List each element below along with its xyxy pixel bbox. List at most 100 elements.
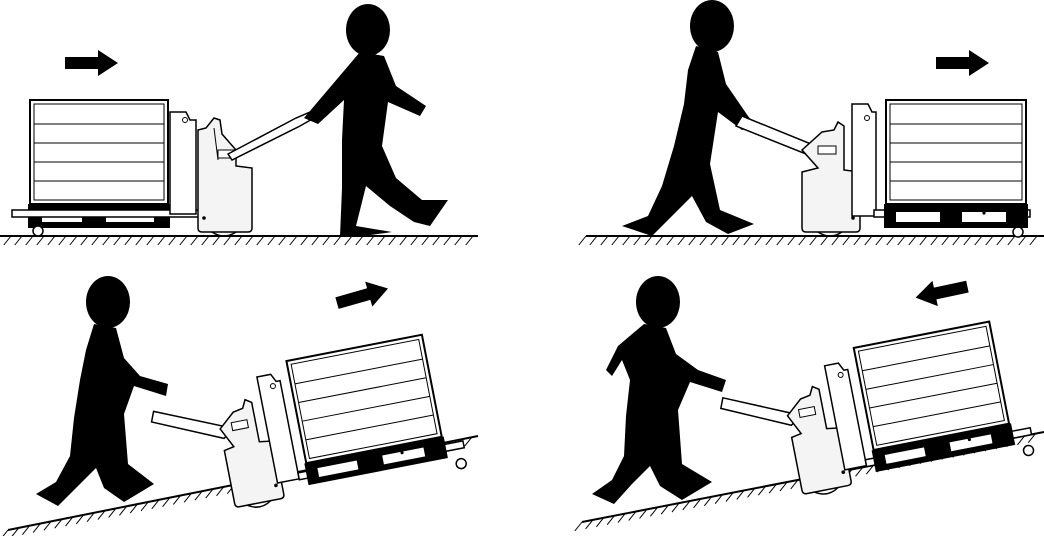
hatch-mark <box>667 236 674 245</box>
hatch-mark <box>37 236 44 245</box>
hatch-mark <box>125 236 132 245</box>
hatch-mark <box>931 236 938 245</box>
operator-silhouette <box>592 276 726 504</box>
hatch-mark <box>722 236 729 245</box>
hatch-mark <box>312 236 319 245</box>
hatch-mark <box>114 236 121 245</box>
hatch-mark <box>612 236 619 245</box>
hatch-mark <box>1 530 8 536</box>
hatch-mark <box>400 236 407 245</box>
hatch-mark <box>645 236 652 245</box>
operator-silhouette <box>622 0 756 236</box>
hatch-mark <box>4 236 11 245</box>
hatch-mark <box>466 236 473 245</box>
hatch-mark <box>634 236 641 245</box>
loaded-pallet <box>28 100 170 228</box>
hatch-mark <box>422 236 429 245</box>
hatch-mark <box>733 236 740 245</box>
hatch-mark <box>59 236 66 245</box>
hatch-mark <box>334 236 341 245</box>
hatch-mark <box>832 236 839 245</box>
loaded-pallet <box>884 100 1028 228</box>
panel-uphill <box>0 268 522 536</box>
hatch-mark <box>301 236 308 245</box>
hatch-mark <box>257 236 264 245</box>
hatch-mark <box>213 236 220 245</box>
hatch-mark <box>323 236 330 245</box>
hatch-mark <box>444 236 451 245</box>
hatch-mark <box>865 236 872 245</box>
hatch-mark <box>997 236 1004 245</box>
hatch-mark <box>279 236 286 245</box>
loaded-pallet <box>852 321 1015 472</box>
hatch-mark <box>433 236 440 245</box>
hatch-mark <box>821 236 828 245</box>
hatch-mark <box>898 236 905 245</box>
hatch-mark <box>191 236 198 245</box>
hatch-mark <box>689 236 696 245</box>
hatch-mark <box>799 236 806 245</box>
hatch-mark <box>235 236 242 245</box>
hatch-mark <box>48 236 55 245</box>
hatch-mark <box>700 236 707 245</box>
hatch-mark <box>766 236 773 245</box>
hatch-mark <box>887 236 894 245</box>
hatch-mark <box>169 236 176 245</box>
hatch-mark <box>964 236 971 245</box>
hatch-mark <box>367 236 374 245</box>
hatch-mark <box>202 236 209 245</box>
hatch-mark <box>92 236 99 245</box>
hatch-mark <box>975 236 982 245</box>
hatch-mark <box>755 236 762 245</box>
hatch-mark <box>81 236 88 245</box>
direction-arrow-icon <box>936 50 989 76</box>
hatch-mark <box>26 236 33 245</box>
hatch-mark <box>378 236 385 245</box>
panel-level-pushing <box>522 0 1044 268</box>
hatch-mark <box>909 236 916 245</box>
hatch-mark <box>601 236 608 245</box>
hatch-mark <box>590 236 597 245</box>
hatch-mark <box>1008 236 1015 245</box>
hatch-mark <box>389 236 396 245</box>
panel-downhill <box>522 268 1044 536</box>
hatch-mark <box>356 236 363 245</box>
hatch-mark <box>656 236 663 245</box>
hatch-mark <box>711 236 718 245</box>
hatch-mark <box>953 236 960 245</box>
direction-arrow-icon <box>913 274 970 310</box>
hatch-mark <box>843 236 850 245</box>
hatch-mark <box>876 236 883 245</box>
hatch-mark <box>810 236 817 245</box>
hatch-mark <box>103 236 110 245</box>
hatch-mark <box>579 236 586 245</box>
hatch-mark <box>15 236 22 245</box>
hatch-mark <box>70 236 77 245</box>
direction-arrow-icon <box>65 50 118 76</box>
hatched-ground <box>0 236 478 245</box>
hatch-mark <box>268 236 275 245</box>
hatch-mark <box>345 236 352 245</box>
hatch-mark <box>920 236 927 245</box>
hatch-mark <box>678 236 685 245</box>
hatch-mark <box>744 236 751 245</box>
hatch-mark <box>147 236 154 245</box>
operator-silhouette <box>36 276 168 506</box>
hatch-mark <box>788 236 795 245</box>
hatch-mark <box>575 522 582 531</box>
hatched-ground <box>579 236 1044 245</box>
hatch-mark <box>224 236 231 245</box>
hatch-mark <box>290 236 297 245</box>
hatch-mark <box>942 236 949 245</box>
hatch-mark <box>246 236 253 245</box>
loaded-pallet <box>284 334 447 485</box>
direction-arrow-icon <box>333 276 391 316</box>
operator-silhouette <box>304 4 448 236</box>
hatch-mark <box>1030 236 1037 245</box>
panel-level-pulling <box>0 0 522 268</box>
hatch-mark <box>455 236 462 245</box>
hatch-mark <box>136 236 143 245</box>
hatch-mark <box>777 236 784 245</box>
hatch-mark <box>854 236 861 245</box>
